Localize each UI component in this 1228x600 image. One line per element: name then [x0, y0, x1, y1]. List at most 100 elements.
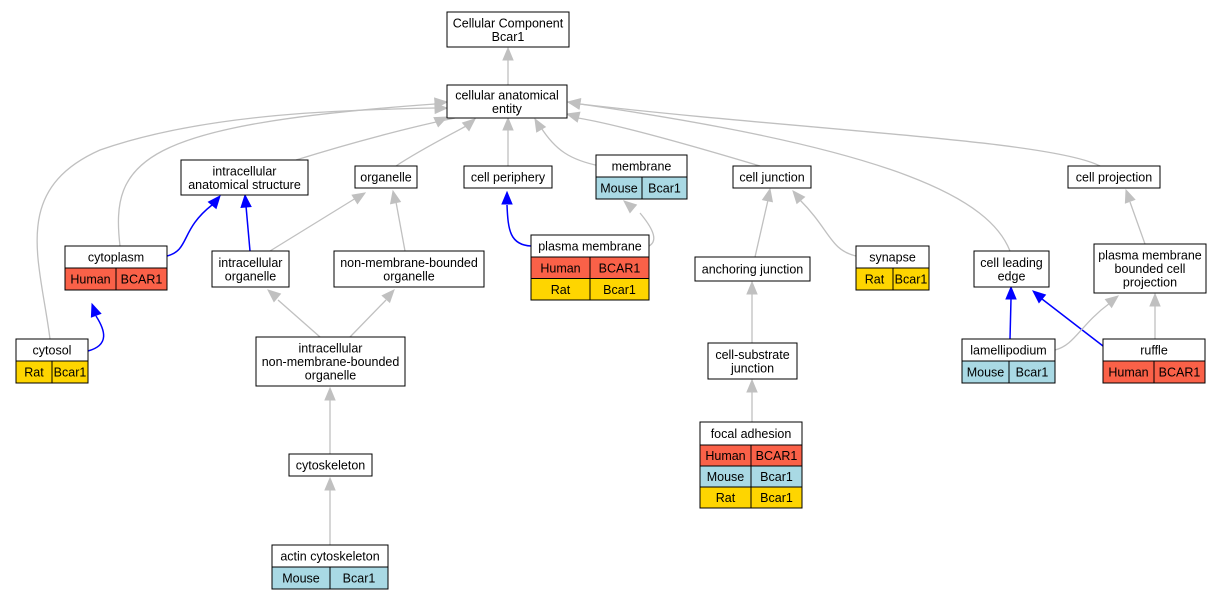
gene-label: BCAR1 [599, 261, 641, 275]
node-junction[interactable]: cell junction [732, 165, 812, 189]
node-label-line: junction [730, 361, 774, 375]
edge-lamellipodium-to-leading [1005, 285, 1017, 340]
edge-arrowhead [324, 476, 336, 491]
edge-arrowhead [1032, 290, 1047, 304]
node-periphery[interactable]: cell periphery [463, 165, 553, 189]
gene-cell [750, 486, 803, 509]
node-label-box [732, 165, 812, 189]
node-label-line: focal adhesion [711, 427, 792, 441]
edge-arrowhead [566, 98, 582, 110]
edge-junction-to-cae [565, 111, 761, 167]
edge-line [117, 103, 436, 247]
species-label: Rat [865, 273, 885, 287]
node-label-line: organelle [225, 269, 276, 283]
node-organelle[interactable]: organelle [354, 165, 418, 189]
node-label-line: intracellular [213, 164, 277, 178]
node-label-line: projection [1123, 276, 1177, 290]
node-label-line: intracellular [219, 256, 283, 270]
node-label-line: edge [998, 269, 1026, 283]
edge-line [506, 204, 532, 247]
node-label-box [180, 159, 309, 196]
edge-cytoplasm-to-ias [166, 195, 221, 257]
node-label-line: cell periphery [471, 171, 546, 185]
node-label-box [446, 11, 570, 48]
gene-label: BCAR1 [121, 273, 163, 287]
edge-arrowhead [1124, 188, 1136, 204]
node-label-line: anatomical structure [188, 178, 301, 192]
edge-membrane-to-cae [534, 117, 601, 167]
node-anchoring[interactable]: anchoring junction [694, 256, 811, 282]
gene-label: BCAR1 [1159, 366, 1201, 380]
edge-line [579, 103, 1101, 167]
edge-icnmb-to-ic_organelle [267, 289, 321, 338]
edge-periphery-to-cae [502, 116, 514, 166]
node-label-box [446, 84, 568, 119]
gene-label: Bcar1 [1016, 366, 1049, 380]
edge-ic_organelle-to-organelle [269, 192, 367, 252]
edge-anchoring-to-junction [754, 187, 774, 258]
edge-line [539, 125, 601, 167]
species-label: Human [705, 449, 745, 463]
node-label-box [707, 342, 798, 380]
node-label-line: cytoskeleton [296, 459, 366, 473]
node-label-line: cell junction [739, 171, 804, 185]
gene-label: Bcar1 [54, 366, 87, 380]
gene-cell [589, 278, 650, 301]
edge-line [1129, 201, 1146, 245]
gene-cell [329, 566, 389, 590]
node-projection[interactable]: cell projection [1067, 165, 1161, 189]
node-label-line: cytosol [33, 344, 72, 358]
edge-nmb_organelle-to-organelle [389, 189, 406, 252]
edge-cytosol-to-cae [36, 102, 449, 340]
edge-arrowhead [761, 187, 774, 203]
species-label: Human [1108, 366, 1148, 380]
species-label: Rat [551, 283, 571, 297]
node-label-line: plasma membrane [1098, 249, 1202, 263]
edge-line [577, 117, 761, 167]
edge-arrowhead [1005, 285, 1017, 300]
gene-cell [892, 267, 930, 291]
species-label: Rat [24, 366, 44, 380]
gene-cell [115, 267, 168, 291]
edge-arrowhead [534, 117, 547, 133]
edge-arrowhead [433, 116, 449, 128]
node-label-box [255, 336, 406, 387]
node-label-box [973, 250, 1050, 288]
edge-arrowhead [461, 118, 476, 132]
edge-line [754, 199, 769, 258]
edge-arrowhead [792, 190, 806, 205]
node-label-line: cell projection [1076, 171, 1152, 185]
node-label-line: non-membrane-bounded [262, 355, 400, 369]
node-icnmb[interactable]: intracellularnon-membrane-boundedorganel… [255, 336, 406, 387]
edge-leading-to-cae [566, 98, 1011, 252]
node-cytoskeleton[interactable]: cytoskeleton [288, 453, 373, 477]
edge-plasma-to-membrane [623, 200, 655, 247]
species-label: Human [70, 273, 110, 287]
edge-arrowhead [240, 193, 252, 208]
node-label-line: entity [492, 102, 523, 116]
edge-arrowhead [746, 280, 758, 295]
edge-ruffle-to-pmbcp [1149, 292, 1161, 339]
node-label-line: ruffle [1140, 344, 1168, 358]
edge-focal-to-substrate [746, 378, 758, 422]
edge-arrowhead [267, 289, 282, 303]
gene-label: Bcar1 [343, 572, 376, 586]
